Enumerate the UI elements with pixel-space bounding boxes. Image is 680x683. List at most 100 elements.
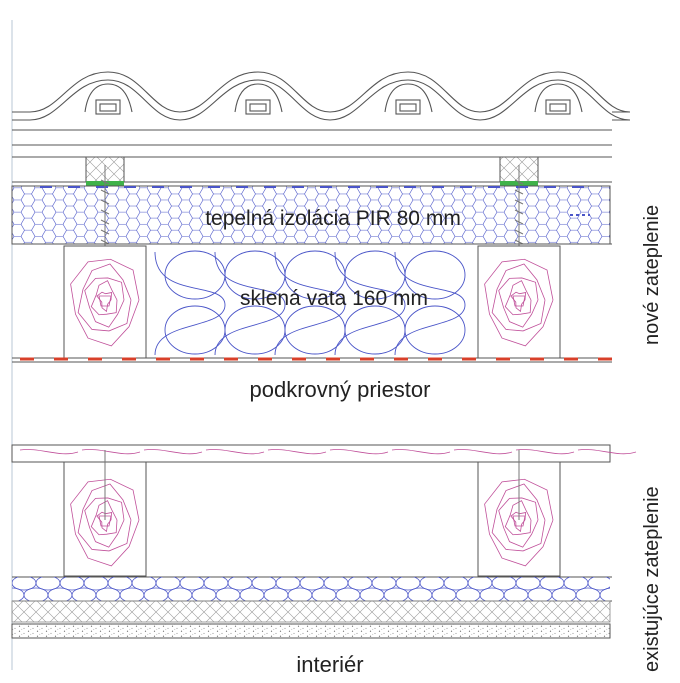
board-grain-stroke	[19, 449, 79, 455]
tile-hook-inner	[549, 103, 567, 112]
grain-core	[98, 295, 112, 307]
board-grain-stroke	[329, 449, 389, 455]
wood-grain-lower	[70, 478, 554, 567]
tile-hook-inner	[99, 103, 117, 112]
existing-screws	[104, 450, 520, 520]
board-grain-stroke	[453, 449, 513, 455]
grain-ring	[498, 277, 539, 328]
existing-wool-loops	[12, 576, 636, 601]
roof-tile-ridge	[534, 83, 583, 113]
roof-tile-inner	[329, 79, 481, 121]
grain-ring	[84, 277, 125, 328]
attic-label: podkrovný priestor	[250, 377, 431, 402]
existing-wool-loop-bottom	[119, 587, 145, 601]
grain-ring	[90, 500, 118, 536]
grain-ring	[484, 258, 554, 347]
existing-wool-loop-bottom	[215, 587, 241, 601]
interior-label: interiér	[296, 652, 363, 677]
side-label-existing: existujúce zateplenie	[641, 486, 663, 672]
existing-wool-loop-bottom	[407, 587, 433, 601]
grain-ring	[90, 280, 118, 316]
existing-wool-loop-bottom	[335, 587, 361, 601]
grain-core	[512, 295, 526, 307]
pir-insulation-layer	[11, 185, 611, 245]
glass-wool-label: sklená vata 160 mm	[240, 287, 428, 310]
wool-loop	[154, 251, 226, 356]
existing-wool-loop-bottom	[263, 587, 289, 601]
wool-loop-bottom	[404, 305, 466, 355]
grain-ring	[84, 497, 125, 548]
roof-tile-ridge	[84, 83, 133, 113]
existing-wool-loop-bottom	[95, 587, 121, 601]
side-label-new: nové zateplenie	[641, 205, 663, 345]
existing-wool-loop-bottom	[503, 587, 529, 601]
board-grain-stroke	[577, 449, 637, 455]
wool-loop-bottom	[284, 305, 346, 355]
grain-ring	[504, 500, 532, 536]
board-grain-stroke	[143, 449, 203, 455]
existing-wool-loop-bottom	[23, 587, 49, 601]
grain-core	[512, 515, 526, 527]
membrane-dashes-top	[40, 186, 590, 216]
existing-wool-loop-bottom	[599, 587, 610, 601]
rafter-right-upper	[477, 245, 561, 359]
roof-tile-inner	[179, 79, 331, 121]
existing-wool-loop-bottom	[527, 587, 553, 601]
grain-ring	[77, 263, 132, 332]
pir-label: tepelná izolácia PIR 80 mm	[205, 207, 461, 230]
grain-ring	[70, 478, 140, 567]
grain-ring	[484, 478, 554, 567]
roof-tile	[179, 71, 331, 113]
wool-loop-bottom	[344, 305, 406, 355]
grain-ring	[491, 483, 546, 552]
roof-tile	[329, 71, 481, 113]
board-grain-stroke	[515, 449, 575, 455]
grain-ring	[77, 483, 132, 552]
tile-hook-inner	[249, 103, 267, 112]
wool-loop	[334, 251, 406, 356]
glass-wool-loops	[154, 250, 466, 356]
existing-wool-loop-bottom	[287, 587, 313, 601]
rafter-left-upper	[63, 245, 147, 359]
board-grain-stroke	[267, 449, 327, 455]
wool-loop	[214, 251, 286, 356]
wool-loop-bottom	[164, 305, 226, 355]
plaster-layer	[11, 623, 611, 639]
existing-wool-loop-bottom	[167, 587, 193, 601]
roof-tile	[479, 71, 631, 113]
grain-ring	[491, 263, 546, 332]
existing-wool-loop-bottom	[383, 587, 409, 601]
hatched-layer	[11, 600, 611, 623]
roof-tiles	[12, 71, 631, 121]
existing-wool-loop-bottom	[479, 587, 505, 601]
wool-loop	[394, 251, 466, 356]
board-grain	[19, 449, 637, 455]
existing-wool-loop-top	[612, 576, 636, 590]
existing-wool-loop-bottom	[431, 587, 457, 601]
roof-tile-inner	[29, 79, 181, 121]
grain-ring	[70, 258, 140, 347]
roof-tile-edge-left	[12, 111, 30, 121]
roof-tile-edge-right	[612, 111, 630, 121]
roof-tile-ridge	[234, 83, 283, 113]
existing-wool-loop-bottom	[71, 587, 97, 601]
existing-wool-loop-bottom	[551, 587, 577, 601]
wool-loop-bottom	[224, 305, 286, 355]
existing-wool-loop-bottom	[191, 587, 217, 601]
wood-grain-upper	[70, 258, 554, 347]
wool-loop-top	[164, 250, 226, 300]
board-grain-stroke	[391, 449, 451, 455]
tile-hook-inner	[399, 103, 417, 112]
board-grain-stroke	[81, 449, 141, 455]
grain-ring	[504, 280, 532, 316]
grain-ring	[498, 497, 539, 548]
existing-wool-loop-bottom	[575, 587, 601, 601]
grain-core	[98, 515, 112, 527]
roof-tile	[29, 71, 181, 113]
existing-wool-loop-bottom	[359, 587, 385, 601]
wool-loop	[274, 251, 346, 356]
existing-wool-loop-bottom	[47, 587, 73, 601]
roof-tile-ridge	[384, 83, 433, 113]
board-grain-stroke	[205, 449, 265, 455]
